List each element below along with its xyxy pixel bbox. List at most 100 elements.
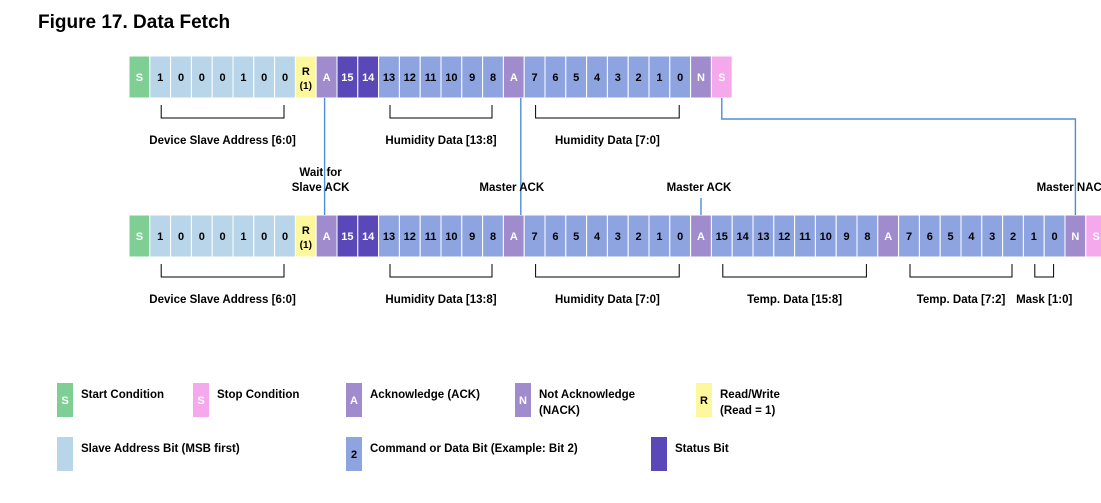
row1-cell-label: R — [302, 66, 310, 78]
legend-label: Read/Write — [720, 389, 780, 401]
row2-cell-label: 3 — [989, 231, 995, 243]
row2-cell-label: N — [1071, 231, 1079, 243]
row2-cell-label: 10 — [445, 231, 457, 243]
row1-cell-sublabel: (1) — [300, 81, 312, 92]
row2-cell-label: 15 — [341, 231, 353, 243]
row2-cell-label: 0 — [282, 231, 288, 243]
row1-cell-label: 0 — [220, 72, 226, 84]
row1-cell-label: 1 — [656, 72, 662, 84]
row2-bracket-label: Device Slave Address [6:0] — [149, 294, 296, 306]
row2-cell-label: 0 — [199, 231, 205, 243]
row1-cell-label: 12 — [404, 72, 416, 84]
row1-cell-label: A — [510, 72, 518, 84]
legend-label: Command or Data Bit (Example: Bit 2) — [370, 443, 578, 455]
row1-cell-label: 0 — [178, 72, 184, 84]
row2-bracket-label: Humidity Data [7:0] — [555, 294, 660, 306]
row2-bracket — [535, 264, 680, 278]
legend-swatch — [57, 437, 73, 471]
row2-cell-label: 7 — [532, 231, 538, 243]
row2-cell-label: 13 — [383, 231, 395, 243]
row2-cell-sublabel: (1) — [300, 240, 312, 251]
row1-bracket-label: Humidity Data [13:8] — [385, 135, 496, 147]
row2-cell-label: 1 — [240, 231, 246, 243]
legend-label: Acknowledge (ACK) — [370, 389, 480, 401]
row1-cell-label: 2 — [636, 72, 642, 84]
row1-cell-label: 1 — [240, 72, 246, 84]
legend-label: (Read = 1) — [720, 405, 775, 417]
row2-cell-label: 9 — [844, 231, 850, 243]
connector-line — [721, 98, 1077, 215]
legend-label: Start Condition — [81, 389, 164, 401]
row2-cell-label: 12 — [778, 231, 790, 243]
row2-bracket — [389, 264, 493, 278]
row1-cell-label: 14 — [362, 72, 375, 84]
row1-cell-label: 3 — [615, 72, 621, 84]
annotation-label: Master ACK — [479, 182, 544, 194]
row2-bracket — [909, 264, 1013, 278]
row1-cell-label: 10 — [445, 72, 457, 84]
row2-cell-label: 5 — [948, 231, 954, 243]
legend-label: Status Bit — [675, 443, 729, 455]
row2-bracket — [1034, 264, 1055, 278]
row1-cell-label: 11 — [425, 72, 437, 84]
row2-cell-label: 4 — [594, 231, 601, 243]
row2-cell-label: 2 — [1010, 231, 1016, 243]
row2-cell-label: S — [136, 231, 143, 243]
legend-label: Not Acknowledge — [539, 389, 635, 401]
row2-cell-label: 1 — [1031, 231, 1037, 243]
row2-cell-label: 4 — [968, 231, 975, 243]
row2-bracket — [160, 264, 285, 278]
row2-cell-label: 0 — [677, 231, 683, 243]
legend-symbol: S — [197, 395, 204, 407]
annotation-label: Wait for — [299, 167, 342, 179]
row1-bracket — [389, 105, 493, 119]
row1-cell-label: 13 — [383, 72, 395, 84]
legend-swatch — [515, 383, 531, 417]
row2-cell-label: 14 — [736, 231, 749, 243]
legend-symbol: A — [350, 395, 358, 407]
legend-label: Stop Condition — [217, 389, 299, 401]
row2-cell-label: 8 — [864, 231, 870, 243]
legend-swatch — [346, 437, 362, 471]
row2-bracket-label: Temp. Data [15:8] — [747, 294, 842, 306]
row2-cell-label: 0 — [178, 231, 184, 243]
row1-cell-label: S — [136, 72, 143, 84]
row2-cell-label: 2 — [636, 231, 642, 243]
legend-symbol: R — [700, 395, 708, 407]
row2-cell-label: R — [302, 225, 310, 237]
row1-cell-label: 9 — [469, 72, 475, 84]
row2-cell-label: 9 — [469, 231, 475, 243]
legend-swatch — [651, 437, 667, 471]
annotation-label: Slave ACK — [292, 182, 350, 194]
row2-cell-label: A — [884, 231, 892, 243]
row1-cell-label: N — [697, 72, 705, 84]
row1-cell-label: 0 — [282, 72, 288, 84]
annotation-label: Master ACK — [667, 182, 732, 194]
row1-cell-label: 0 — [199, 72, 205, 84]
figure-title: Figure 17. Data Fetch — [38, 12, 231, 33]
annotation-label: Master NACK — [1037, 182, 1101, 194]
row1-cell-label: 5 — [573, 72, 579, 84]
row2-cell-label: 11 — [799, 231, 811, 243]
row2-cell-label: S — [1093, 231, 1100, 243]
row2-cell-label: 0 — [1052, 231, 1058, 243]
row1-bracket — [535, 105, 680, 119]
row2-cell-label: 6 — [552, 231, 558, 243]
row1-cell-label: S — [718, 72, 725, 84]
row2-cell-label: 10 — [820, 231, 832, 243]
legend-swatch — [696, 383, 712, 417]
row2-cell-label: 0 — [261, 231, 267, 243]
row2-cell-label: 13 — [757, 231, 769, 243]
row1-bracket — [160, 105, 285, 119]
legend-label: Slave Address Bit (MSB first) — [81, 443, 240, 455]
row2-cell-label: 12 — [404, 231, 416, 243]
row2-cell-label: 3 — [615, 231, 621, 243]
row2-cell-label: A — [323, 231, 331, 243]
row2-cell-label: A — [697, 231, 705, 243]
row2-cell-label: 14 — [362, 231, 375, 243]
legend-swatch — [193, 383, 209, 417]
row2-cell-label: 0 — [220, 231, 226, 243]
row2-cell — [1085, 214, 1101, 258]
row2-cell-label: 8 — [490, 231, 496, 243]
